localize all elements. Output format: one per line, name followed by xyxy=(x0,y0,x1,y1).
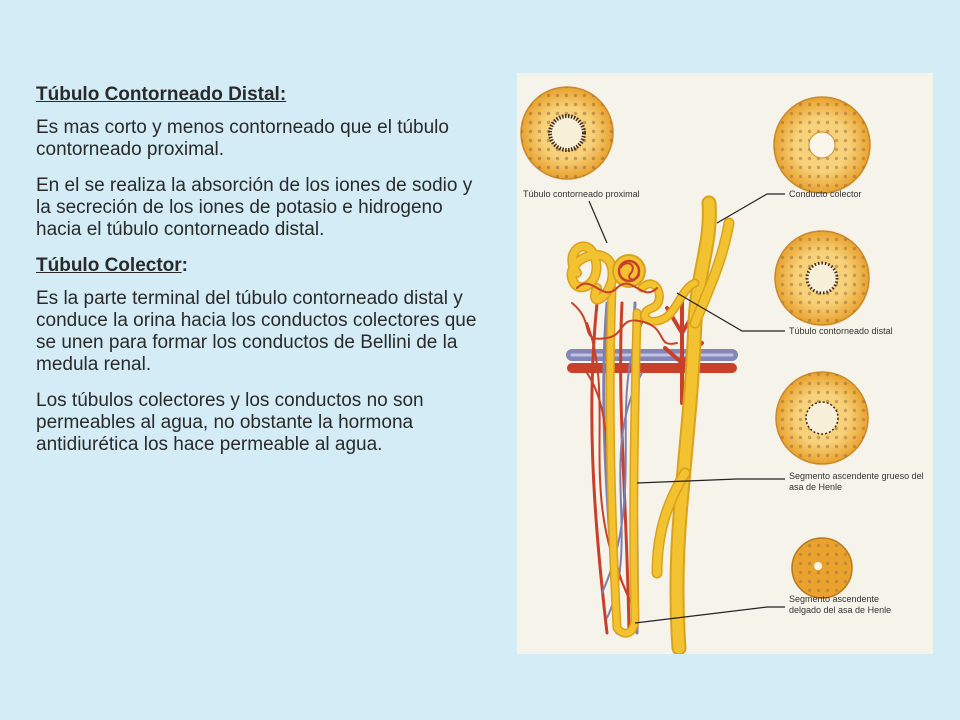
heading-distal-tubule: Túbulo Contorneado Distal: xyxy=(36,84,492,106)
nephron-illustration: Túbulo contorneado proximal Conducto col… xyxy=(517,73,933,654)
label-proximal: Túbulo contorneado proximal xyxy=(523,189,640,199)
nephron-tubules xyxy=(566,195,738,654)
cross-section-distal xyxy=(774,230,870,326)
figure-labels: Túbulo contorneado proximal Conducto col… xyxy=(523,189,924,615)
heading-collector-tubule-text: Túbulo Colector xyxy=(36,255,182,276)
label-collector: Conducto colector xyxy=(789,189,862,199)
heading-collector-colon: : xyxy=(181,255,188,276)
label-distal: Túbulo contorneado distal xyxy=(789,326,893,336)
heading-collector-tubule: Túbulo Colector: xyxy=(36,255,492,277)
label-thin-line1: Segmento ascendente xyxy=(789,594,879,604)
cross-section-thick-ascending xyxy=(775,371,869,465)
cross-section-collector xyxy=(773,96,871,194)
label-thick-line2: asa de Henle xyxy=(789,482,842,492)
cross-section-proximal xyxy=(520,86,614,180)
paragraph-distal-2: En el se realiza la absorción de los ion… xyxy=(36,175,473,240)
label-thin-line2: delgado del asa de Henle xyxy=(789,605,891,615)
cross-section-thin-ascending xyxy=(791,537,853,599)
paragraph-collector-1: Es la parte terminal del túbulo contorne… xyxy=(36,288,477,375)
label-thick-line1: Segmento ascendente grueso del xyxy=(789,471,924,481)
text-column: Túbulo Contorneado Distal: Es mas corto … xyxy=(36,84,492,470)
paragraph-distal-1: Es mas corto y menos contorneado que el … xyxy=(36,117,449,160)
leader-lines xyxy=(588,193,785,624)
paragraph-collector-2: Los túbulos colectores y los conductos n… xyxy=(36,390,424,455)
heading-distal-tubule-text: Túbulo Contorneado Distal: xyxy=(36,84,287,105)
nephron-diagram: Túbulo contorneado proximal Conducto col… xyxy=(520,86,924,654)
